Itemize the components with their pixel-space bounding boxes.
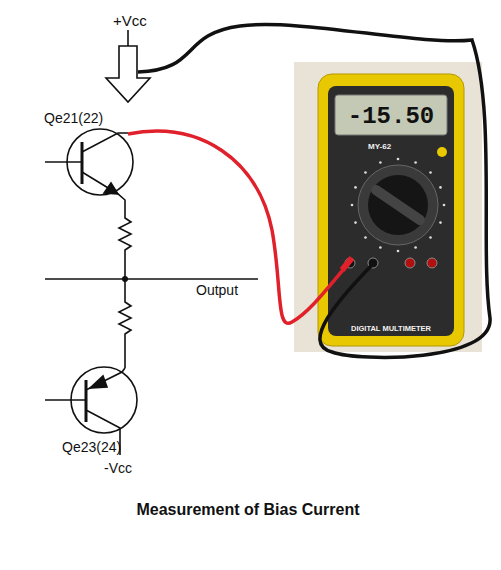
base-bar (85, 380, 88, 422)
dial-knob (376, 190, 420, 220)
base-wire (45, 399, 86, 401)
dial-tick (354, 186, 357, 189)
dial-tick (429, 171, 432, 174)
rotary-dial (368, 175, 428, 235)
meter-housing (318, 74, 464, 346)
dial-tick (397, 158, 400, 161)
base-wire (45, 161, 82, 163)
rotary-dial-ring (358, 165, 438, 245)
emitter-wire (86, 368, 125, 390)
supply-label: -Vcc (104, 460, 132, 476)
dial-tick (439, 221, 442, 224)
resistor-symbol (119, 279, 131, 368)
dial-tick (364, 236, 367, 239)
dial-tick (351, 204, 354, 207)
part-label: Qe21(22) (44, 110, 103, 126)
lcd-display (335, 95, 447, 135)
model-name: MY-62 (368, 142, 391, 151)
meter-button (437, 147, 447, 157)
vcc-wire (127, 30, 129, 46)
dial-ticks (351, 158, 446, 253)
dial-tick (414, 246, 417, 249)
dial-tick (397, 250, 400, 253)
dial-tick (379, 246, 382, 249)
dial-tick (429, 236, 432, 239)
collector-wire (82, 133, 128, 152)
input-jack (427, 258, 437, 268)
resistor-symbol (119, 212, 131, 278)
input-jack (405, 258, 415, 268)
meter-label: DIGITAL MULTIMETER (351, 324, 431, 333)
multimeter: -15.50MY-62DIGITAL MULTIMETER (328, 86, 454, 336)
emitter-wire (82, 172, 125, 212)
base-bar (81, 142, 84, 184)
emitter-arrow (104, 183, 118, 194)
signal-label: Output (196, 282, 238, 298)
supply-label: +Vcc (113, 12, 147, 29)
meter-face (328, 86, 454, 336)
meter-reading: -15.50 (348, 103, 434, 130)
dial-tick (379, 161, 382, 164)
emitter-arrow (90, 376, 107, 388)
part-label: Qe23(24) (62, 439, 121, 455)
dial-tick (364, 171, 367, 174)
hollow-arrow-symbol (106, 46, 150, 102)
dial-tick (439, 186, 442, 189)
photo-background (294, 62, 482, 352)
red-probe-lead (128, 131, 348, 323)
black-probe-lead (138, 25, 490, 358)
figure-caption: Measurement of Bias Current (136, 501, 359, 519)
junction-dot (122, 276, 128, 282)
dial-tick (443, 204, 446, 207)
dial-tick (414, 161, 417, 164)
red-probe-plug (342, 258, 352, 270)
dial-tick (354, 221, 357, 224)
output-wire (45, 278, 258, 280)
schematic-wires (45, 30, 258, 455)
